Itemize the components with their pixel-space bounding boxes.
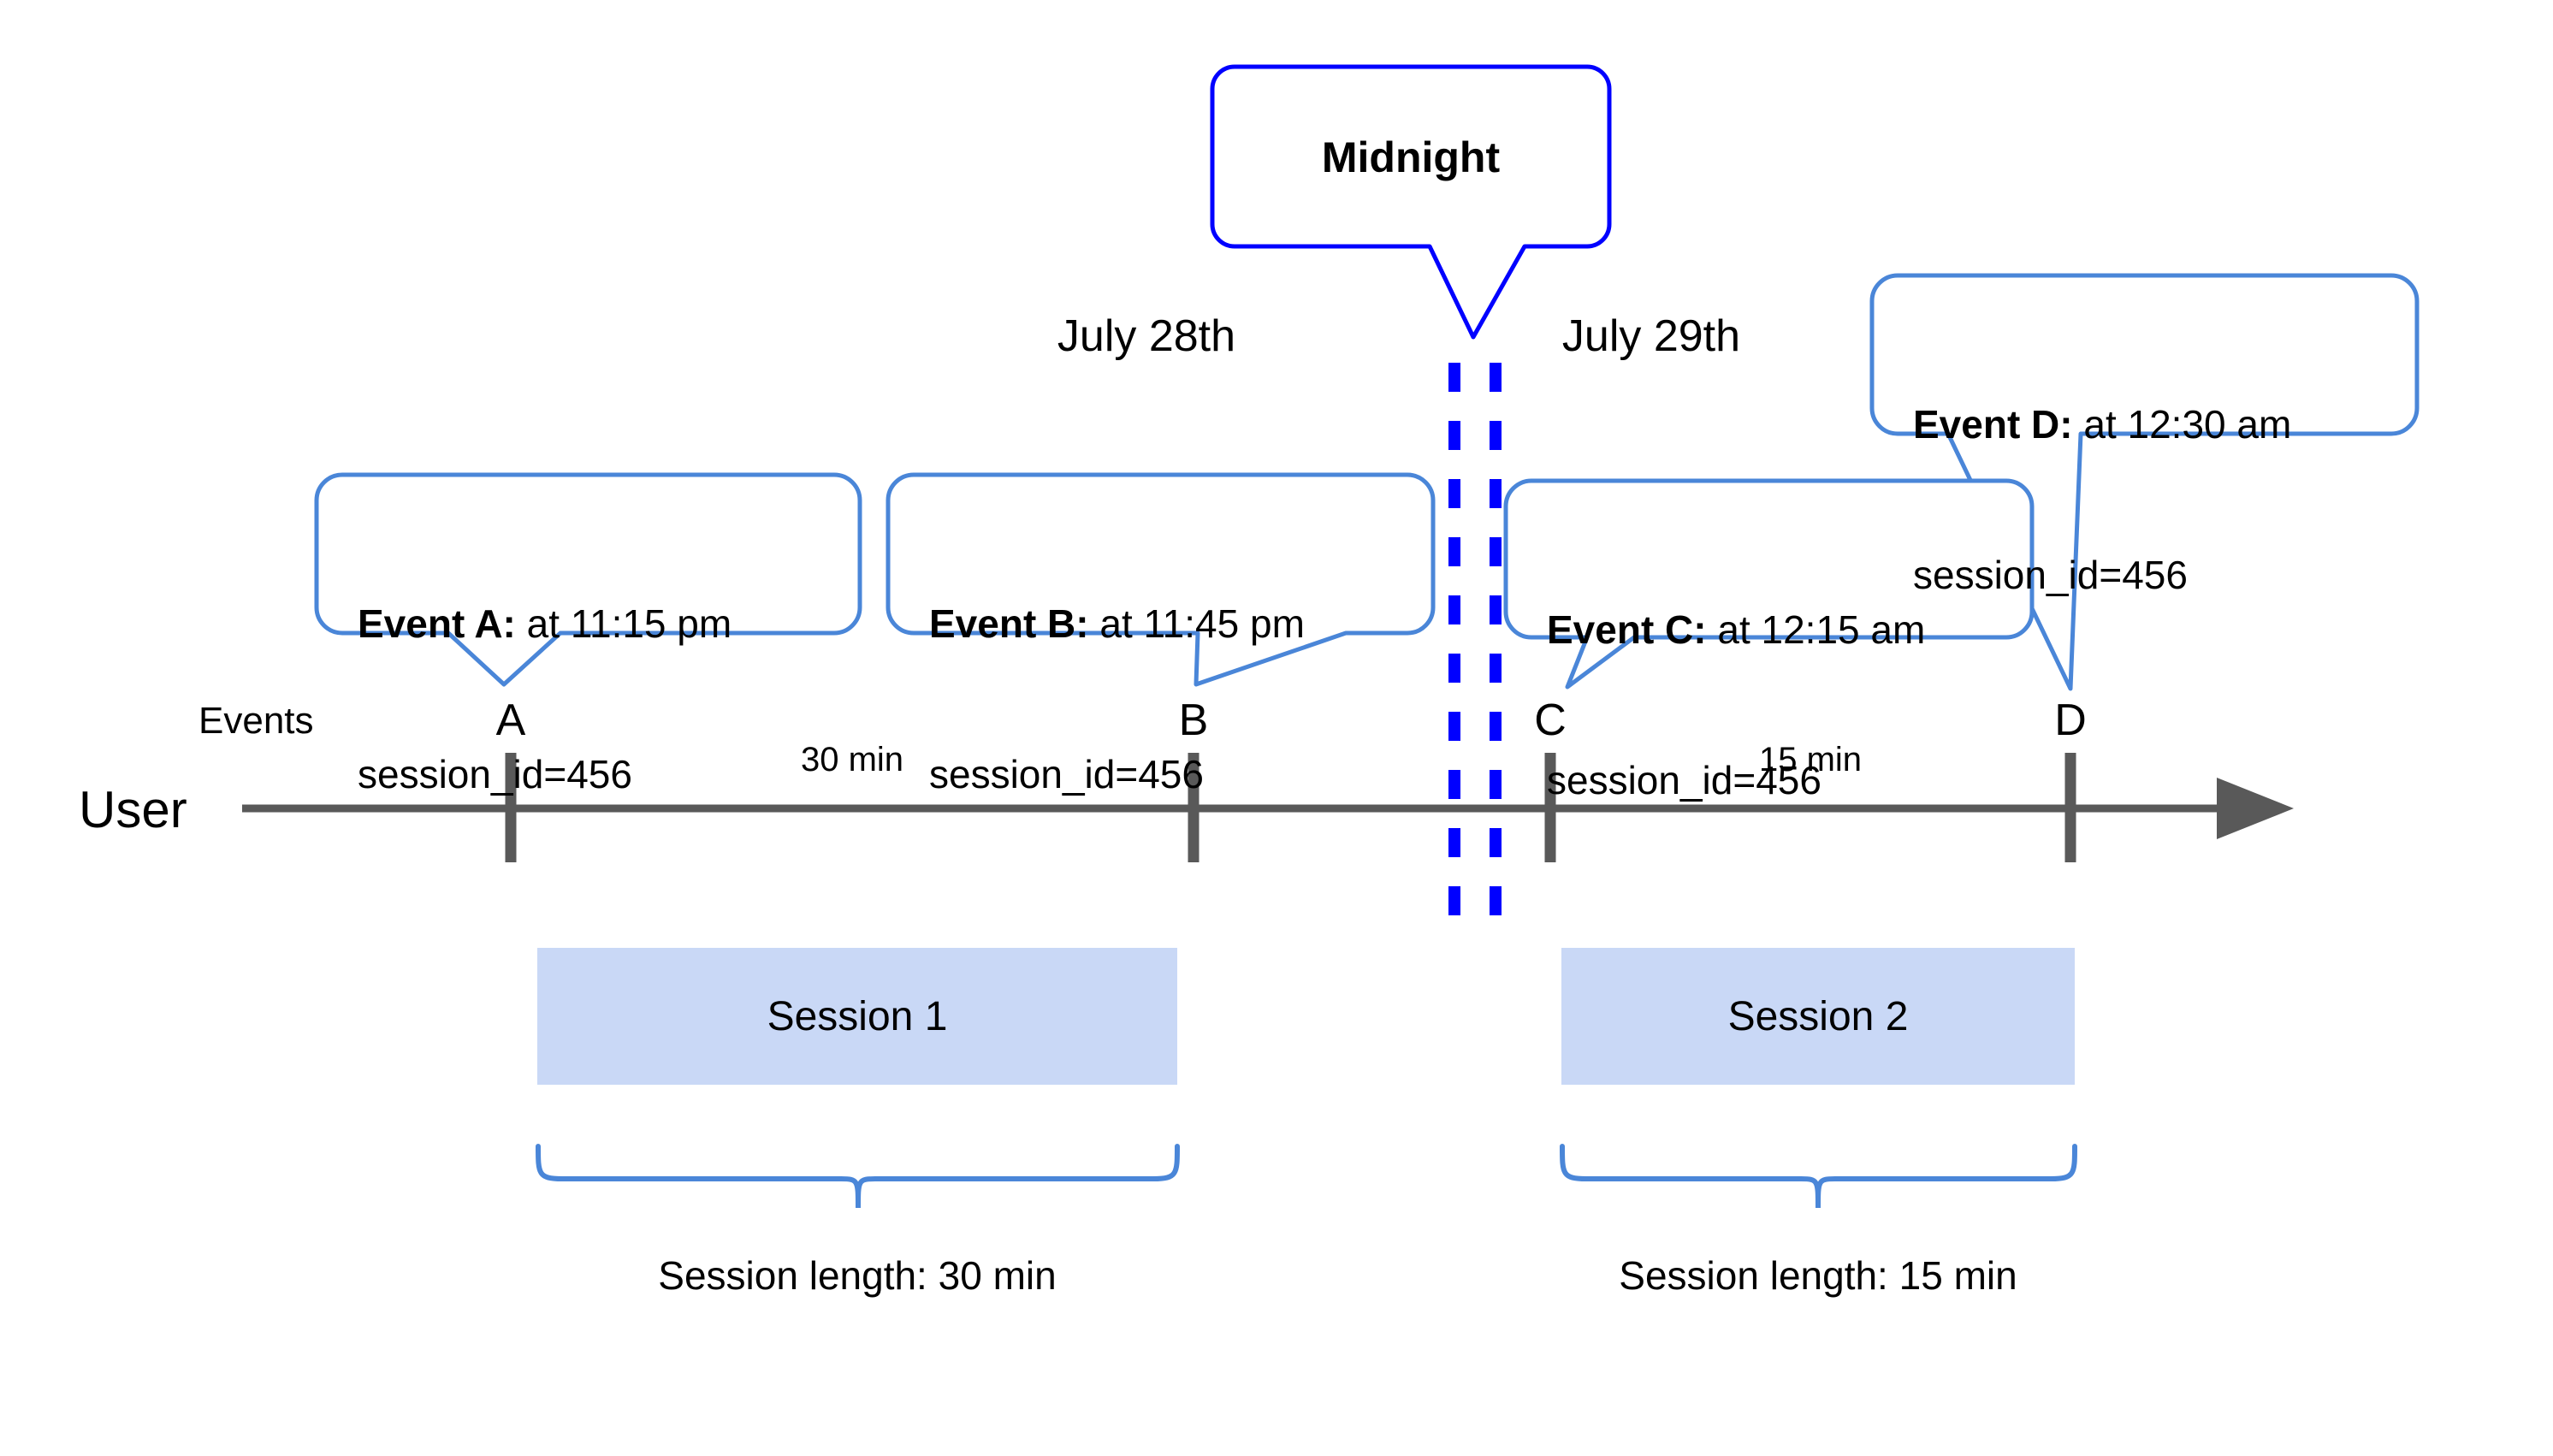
event-d-time: at 12:30 am (2072, 401, 2292, 447)
event-c-title: Event C: (1547, 607, 1707, 652)
tick-label-d: D (2054, 695, 2087, 745)
tick-label-c: C (1534, 695, 1567, 745)
gap-label-15min: 15 min (1758, 741, 1863, 778)
user-row-label: User (79, 781, 187, 838)
timeline-axis (242, 753, 2294, 862)
event-a-callout (314, 472, 862, 687)
midnight-label: Midnight (1321, 133, 1501, 181)
tick-label-a: A (495, 695, 526, 745)
gap-label-30min: 30 min (800, 741, 904, 778)
event-d-session-id: session_id=456 (1913, 553, 2188, 598)
date-label-july-28: July 28th (1057, 311, 1236, 361)
event-b-callout (886, 472, 1436, 687)
session-1-brace (536, 1144, 1180, 1209)
session-1-length-label: Session length: 30 min (658, 1253, 1057, 1298)
session-bar-1-label: Session 1 (767, 993, 948, 1039)
midnight-divider-lines (1448, 363, 1502, 924)
event-a-title: Event A: (358, 601, 516, 646)
event-c-text: Event C: at 12:15 am session_id=456 (1547, 504, 1925, 907)
event-b-time: at 11:45 pm (1088, 601, 1305, 646)
event-c-session-id: session_id=456 (1547, 758, 1821, 803)
midnight-callout (1210, 64, 1612, 340)
tick-label-b: B (1178, 695, 1209, 745)
event-a-session-id: session_id=456 (358, 752, 632, 797)
event-d-title: Event D: (1913, 401, 2073, 447)
event-a-time: at 11:15 pm (515, 601, 732, 646)
event-b-text: Event B: at 11:45 pm session_id=456 (929, 498, 1305, 901)
date-label-july-29: July 29th (1561, 311, 1741, 361)
event-d-callout (1869, 273, 2420, 691)
event-c-callout (1503, 478, 2035, 690)
event-d-text: Event D: at 12:30 am session_id=456 (1913, 299, 2291, 701)
session-2-brace (1560, 1144, 2077, 1209)
event-c-time: at 12:15 am (1706, 607, 1926, 652)
event-a-text: Event A: at 11:15 pm session_id=456 (358, 498, 732, 901)
session-bar-2-label: Session 2 (1727, 993, 1909, 1039)
events-row-label: Events (198, 700, 314, 742)
event-b-title: Event B: (929, 601, 1089, 646)
session-2-length-label: Session length: 15 min (1619, 1253, 2017, 1298)
session-bar-1 (537, 948, 1177, 1085)
event-b-session-id: session_id=456 (929, 752, 1204, 797)
session-bar-2 (1561, 948, 2075, 1085)
